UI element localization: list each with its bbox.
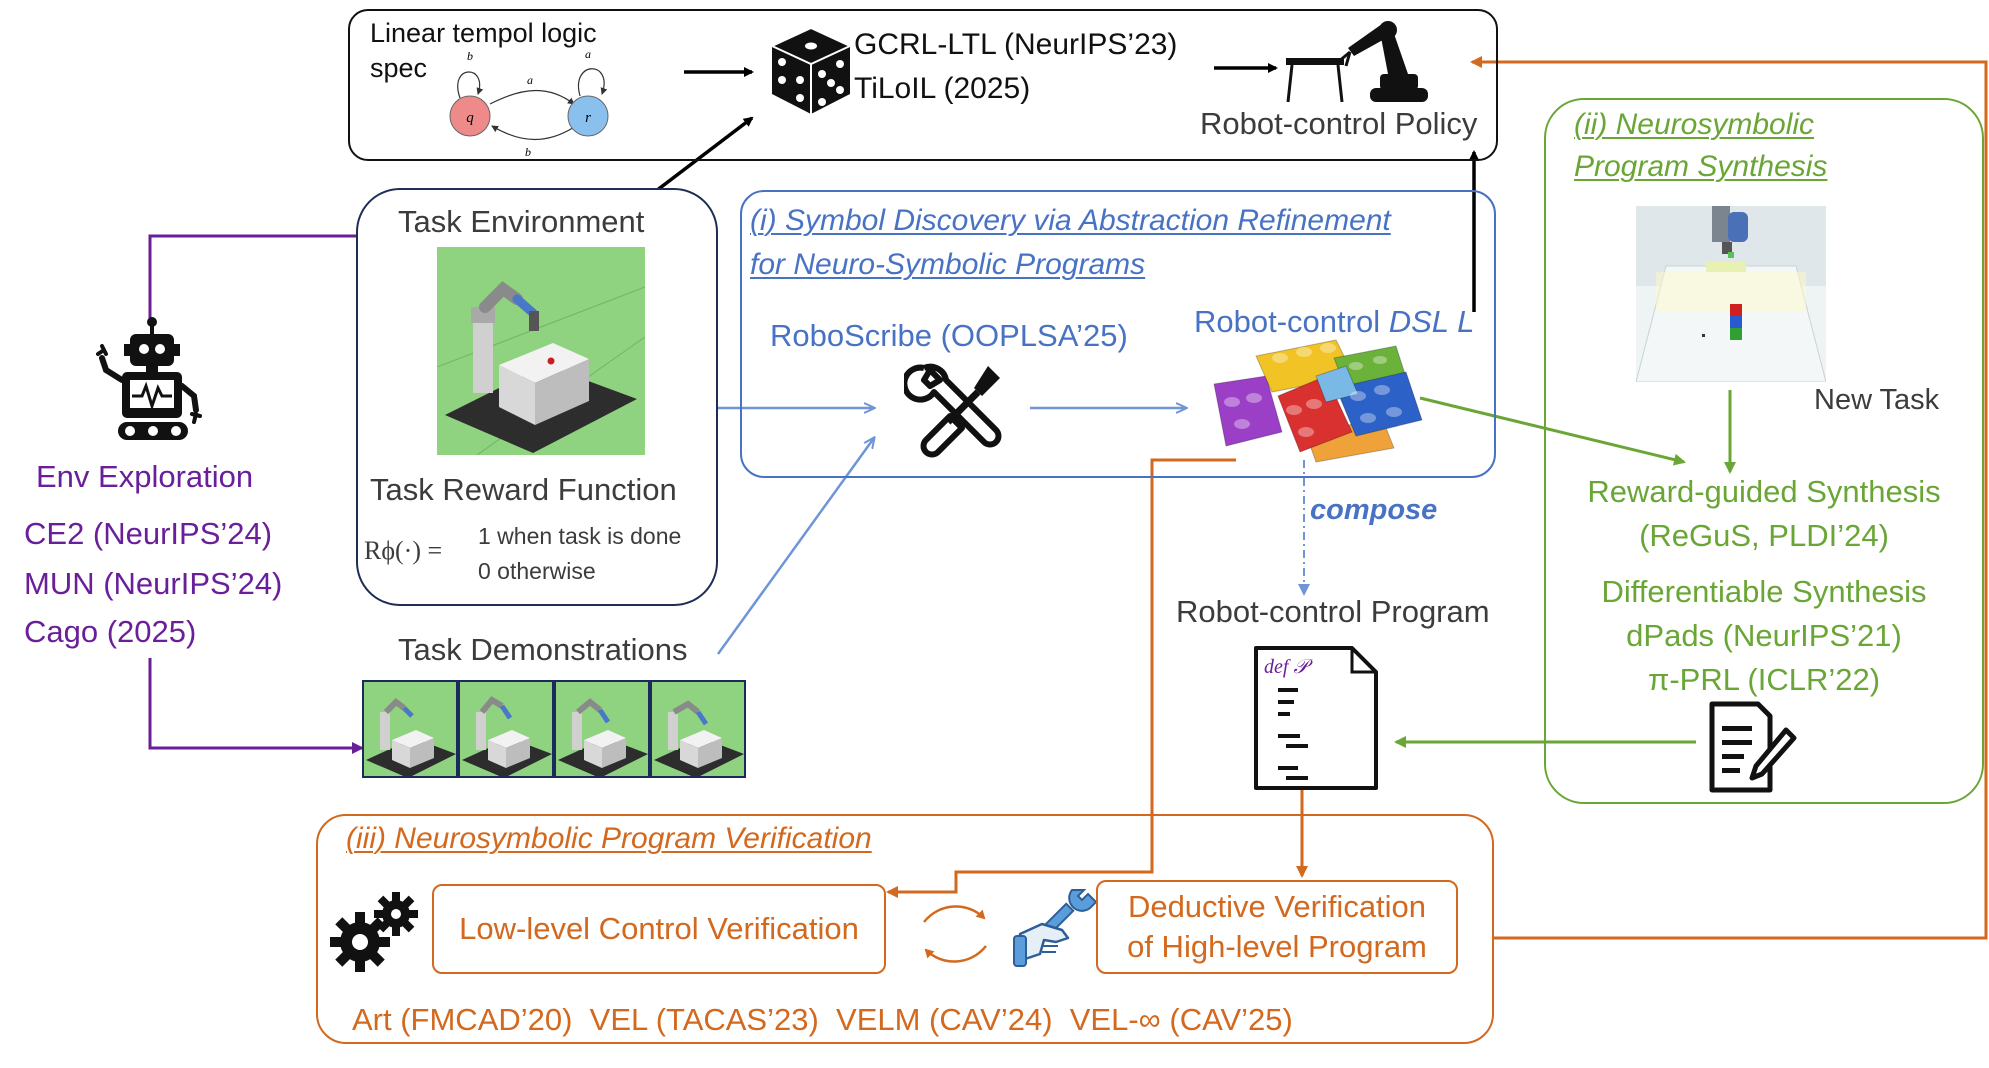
cago-label: Cago (2025) [24, 614, 197, 649]
mun-label: MUN (NeurIPS’24) [24, 566, 283, 601]
section-i-title-line2: for Neuro-Symbolic Programs [750, 248, 1146, 281]
purple-link-up [148, 234, 356, 322]
task-demonstrations-label: Task Demonstrations [398, 632, 688, 667]
document-pen-icon [1709, 701, 1797, 793]
verification-methods-label: Art (FMCAD’20) VEL (TACAS’23) VELM (CAV’… [352, 1002, 1293, 1037]
swap-arrows-icon [923, 905, 987, 963]
section-ii-title-line2: Program Synthesis [1574, 150, 1828, 183]
robot-arm-icon [1286, 21, 1428, 103]
low-level-control-verification-box: Low-level Control Verification [432, 884, 886, 974]
reward-formula-lhs: Rϕ(·) = [364, 536, 443, 565]
dpads-label: dPads (NeurIPS’21) [1626, 618, 1902, 653]
section-iii-title: (iii) Neurosymbolic Program Verification [346, 822, 872, 855]
ltl-policy-box [348, 9, 1498, 161]
wrench-screwdriver-icon [904, 363, 1002, 458]
demo-frame [554, 680, 650, 778]
green-arrow-dsl-to-synthesis [1419, 396, 1686, 466]
reward-case-done: 1 when task is done [478, 523, 682, 549]
edge-label-b: b [525, 145, 531, 156]
program-code-header: def 𝒫 [1264, 656, 1308, 678]
tiloil-label: TiLoIL (2025) [854, 72, 1031, 105]
demo-frame [362, 680, 458, 778]
deductive-verification-line2: of High-level Program [1127, 929, 1427, 964]
orange-arrow-verification-to-policy [1470, 56, 1988, 940]
ltl-spec-title: Linear tempol logic spec [370, 18, 597, 84]
env-exploration-label: Env Exploration [36, 459, 254, 494]
edge-label-a: a [527, 73, 533, 87]
lego-bricks-icon [1213, 339, 1423, 463]
section-i-box [740, 190, 1496, 478]
reward-guided-ref-label: (ReGuS, PLDI’24) [1639, 518, 1889, 553]
task-environment-sim-image [437, 247, 645, 455]
task-environment-title: Task Environment [398, 204, 645, 239]
task-reward-title: Task Reward Function [370, 472, 677, 507]
section-iii-box [316, 814, 1494, 1044]
program-label: Robot-control Program [1176, 594, 1490, 629]
ltl-automaton: q r b a a b [449, 47, 609, 156]
dice-icon [770, 26, 852, 114]
state-q-label: q [466, 110, 474, 126]
reward-case-otherwise: 0 otherwise [478, 558, 596, 584]
edge-label-b-q: b [467, 49, 473, 63]
blue-arrow-demos-to-tool [716, 438, 874, 655]
robot-icon [96, 317, 202, 440]
purple-link-down [148, 658, 364, 754]
compose-label: compose [1310, 494, 1438, 526]
section-ii-title-line1: (ii) Neurosymbolic [1574, 108, 1815, 141]
state-r-label: r [585, 110, 591, 126]
edge-label-a-r: a [585, 47, 591, 61]
orange-arrow-dsl-to-lowlevel [886, 458, 1236, 898]
deductive-verification-box: Deductive Verification of High-level Pro… [1096, 880, 1458, 974]
demo-frame [458, 680, 554, 778]
reward-guided-synthesis-label: Reward-guided Synthesis [1587, 474, 1941, 509]
new-task-image [1636, 206, 1826, 382]
pi-prl-label: π-PRL (ICLR’22) [1647, 662, 1881, 697]
policy-label: Robot-control Policy [1200, 106, 1478, 141]
gears-icon [330, 892, 418, 972]
section-i-title-line1: (i) Symbol Discovery via Abstraction Ref… [750, 204, 1391, 237]
dsl-label-italic: DSL L [1388, 304, 1475, 339]
demo-frame [650, 680, 746, 778]
program-document-icon [1254, 646, 1378, 790]
roboscribe-label: RoboScribe (OOPLSA’25) [770, 318, 1128, 353]
ce2-label: CE2 (NeurIPS’24) [24, 516, 273, 551]
low-level-control-verification-label: Low-level Control Verification [459, 910, 859, 946]
new-task-label: New Task [1814, 384, 1940, 416]
dsl-label: Robot-control DSL L [1194, 304, 1474, 340]
dsl-label-prefix: Robot-control [1194, 304, 1389, 339]
gcrl-ltl-label: GCRL-LTL (NeurIPS’23) [854, 28, 1178, 61]
deductive-verification-line1: Deductive Verification [1127, 888, 1427, 924]
section-ii-box [1544, 98, 1984, 804]
hand-wrench-icon [1013, 889, 1098, 967]
differentiable-synthesis-label: Differentiable Synthesis [1601, 574, 1927, 609]
